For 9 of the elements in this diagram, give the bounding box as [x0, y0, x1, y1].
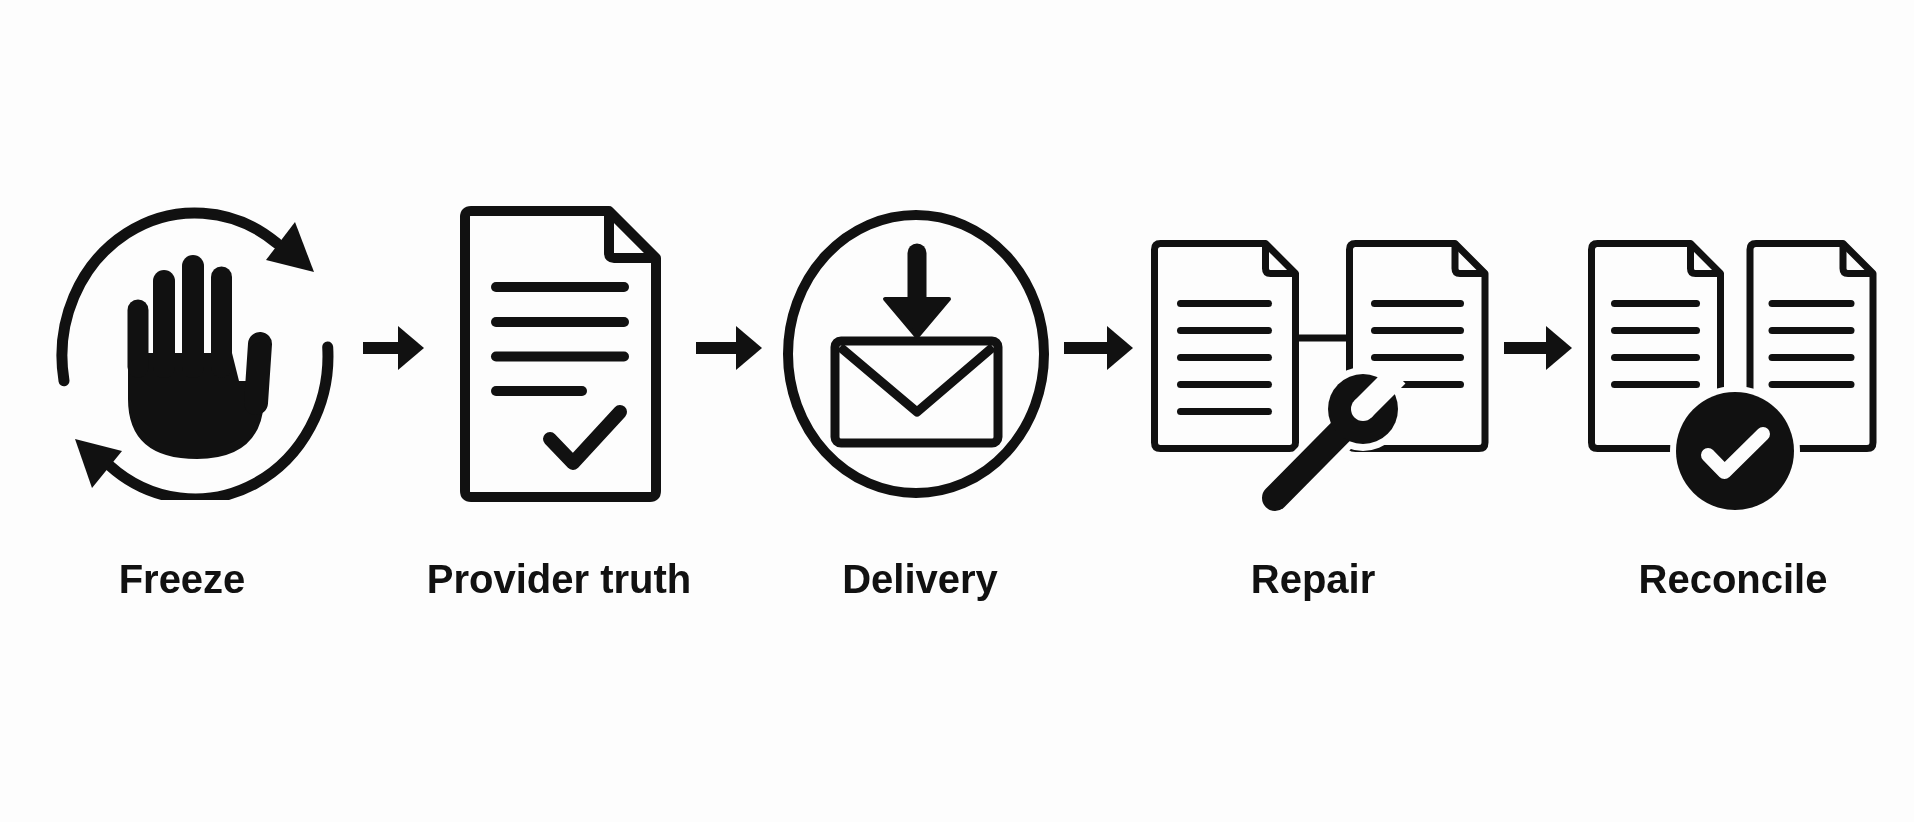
step-label: Repair — [1250, 556, 1376, 603]
arrow — [696, 326, 762, 370]
step-label: Reconcile — [1638, 556, 1828, 603]
arrow — [363, 326, 424, 370]
arrow — [1504, 326, 1572, 370]
arrow — [1064, 326, 1133, 370]
step-label: Delivery — [842, 556, 998, 603]
step-label: Provider truth — [426, 556, 692, 603]
step-label: Freeze — [118, 556, 246, 603]
